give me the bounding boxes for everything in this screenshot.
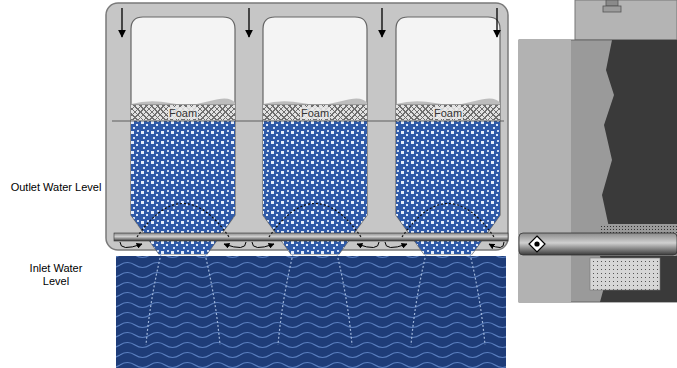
flow-arrow xyxy=(252,242,274,248)
flow-arrow xyxy=(489,242,504,248)
flow-arrow xyxy=(120,242,142,248)
flow-arrow xyxy=(224,242,246,248)
flow-arrow xyxy=(385,242,407,248)
layer-label: Foam xyxy=(300,107,330,119)
flow-arc xyxy=(402,204,494,238)
flow-plume xyxy=(411,254,485,345)
valve-symbol xyxy=(529,236,545,252)
vessel xyxy=(396,17,500,254)
flow-arc xyxy=(269,204,361,238)
flow-arrow xyxy=(381,8,382,37)
aeration-pipe xyxy=(114,233,508,241)
layer-label: Foam xyxy=(168,107,198,119)
foam-layer: Foam xyxy=(263,104,367,121)
stippled-region xyxy=(600,224,677,234)
flow-arc xyxy=(137,204,229,238)
flow-arrow xyxy=(121,8,122,37)
cover-plate xyxy=(575,0,677,40)
level-label: Outlet Water Level xyxy=(8,181,104,194)
bolt xyxy=(606,0,618,6)
foam-layer: Foam xyxy=(131,104,235,121)
cutaway xyxy=(602,40,677,232)
foam-layer: Foam xyxy=(396,104,500,121)
pipe-section xyxy=(519,233,677,255)
flow-arrow xyxy=(248,8,249,37)
valve-symbol xyxy=(534,241,539,246)
stippled-region xyxy=(590,258,660,290)
flow-plume xyxy=(146,254,220,345)
flow-plume xyxy=(278,254,352,345)
flow-arrow xyxy=(496,8,497,37)
vessel xyxy=(131,17,235,254)
inlet-water xyxy=(116,256,506,368)
level-label: Inlet Water Level xyxy=(20,262,92,288)
wall-section xyxy=(519,40,677,302)
wall-face xyxy=(519,40,571,302)
vessel xyxy=(263,17,367,254)
layer-label: Foam xyxy=(433,107,463,119)
flow-arrow xyxy=(357,242,379,248)
bolt-nut xyxy=(603,6,621,12)
